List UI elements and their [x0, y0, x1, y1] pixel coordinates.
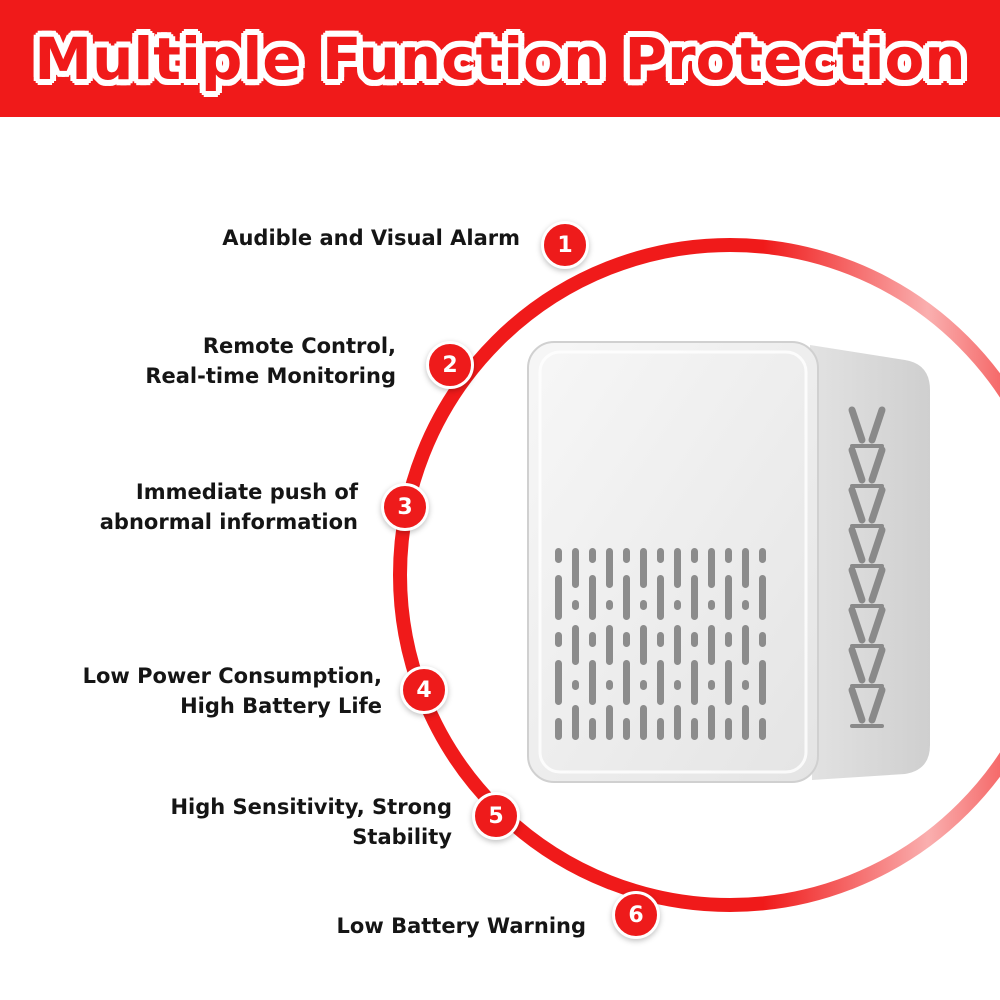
feature-label-1: Audible and Visual Alarm — [222, 223, 520, 253]
feature-label-line: Low Power Consumption, — [82, 664, 382, 688]
feature-label-line: Audible and Visual Alarm — [222, 226, 520, 250]
feature-label-4: Low Power Consumption, High Battery Life — [83, 661, 382, 721]
feature-label-line: Low Battery Warning — [336, 914, 586, 938]
device-front — [527, 341, 819, 783]
device-front-vents — [555, 548, 766, 740]
feature-label-3: Immediate push of abnormal information — [100, 477, 358, 537]
feature-label-line: Immediate push of — [135, 480, 358, 504]
feature-ring — [393, 238, 1000, 912]
header-banner — [0, 0, 1000, 117]
feature-label-line: Real-time Monitoring — [145, 364, 396, 388]
feature-label-line: Remote Control, — [202, 334, 396, 358]
feature-number-badge-6: 6 — [612, 891, 660, 939]
feature-number-badge-3: 3 — [381, 483, 429, 531]
device-side-vents — [848, 406, 886, 728]
feature-number-badge-1: 1 — [541, 221, 589, 269]
feature-label-6: Low Battery Warning — [337, 911, 586, 941]
feature-label-2: Remote Control, Real-time Monitoring — [145, 331, 396, 391]
page-title: Multiple Function Protection — [34, 25, 966, 93]
feature-label-line: High Battery Life — [180, 694, 382, 718]
feature-number-badge-5: 5 — [472, 792, 520, 840]
feature-label-line: Stability — [352, 825, 452, 849]
feature-number-badge-4: 4 — [400, 666, 448, 714]
feature-label-line: High Sensitivity, Strong — [170, 795, 452, 819]
feature-label-line: abnormal information — [99, 510, 358, 534]
feature-number-badge-2: 2 — [426, 341, 474, 389]
